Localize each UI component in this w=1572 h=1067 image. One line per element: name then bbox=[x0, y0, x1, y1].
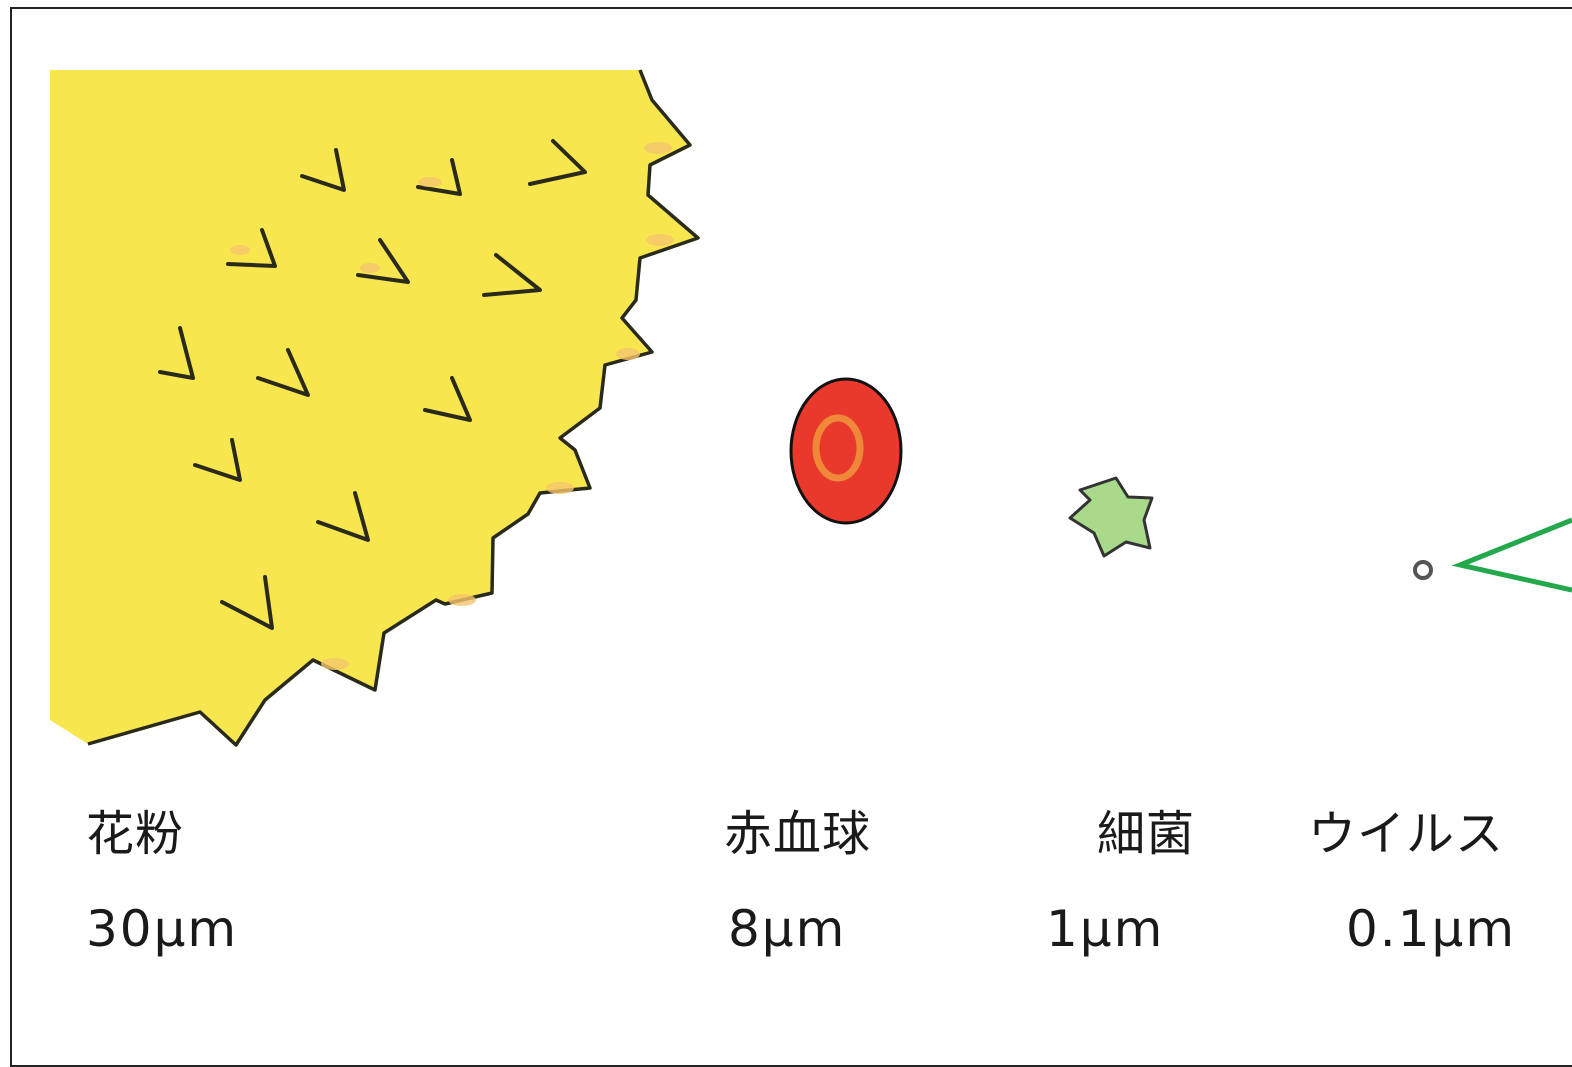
bacterium-size-label: 1μm bbox=[1046, 900, 1165, 958]
bacterium bbox=[1068, 476, 1154, 558]
magnifier-pointer bbox=[1451, 517, 1572, 593]
red-blood-cell bbox=[789, 377, 903, 525]
red-blood-cell-size-label: 8μm bbox=[728, 900, 847, 958]
virus-name-label: ウイルス bbox=[1308, 806, 1505, 862]
pollen-outline bbox=[87, 69, 700, 747]
pollen-name-label: 花粉 bbox=[86, 806, 185, 862]
red-blood-cell-name-label: 赤血球 bbox=[724, 806, 872, 862]
pollen-grain bbox=[50, 69, 700, 747]
virus bbox=[1413, 560, 1433, 580]
pollen-body bbox=[50, 70, 698, 745]
pollen-highlights bbox=[230, 142, 674, 670]
virus-size-label: 0.1μm bbox=[1346, 900, 1517, 958]
pollen-size-label: 30μm bbox=[86, 900, 239, 958]
pollen-spine-marks bbox=[158, 139, 587, 630]
bacterium-name-label: 細菌 bbox=[1097, 806, 1196, 862]
